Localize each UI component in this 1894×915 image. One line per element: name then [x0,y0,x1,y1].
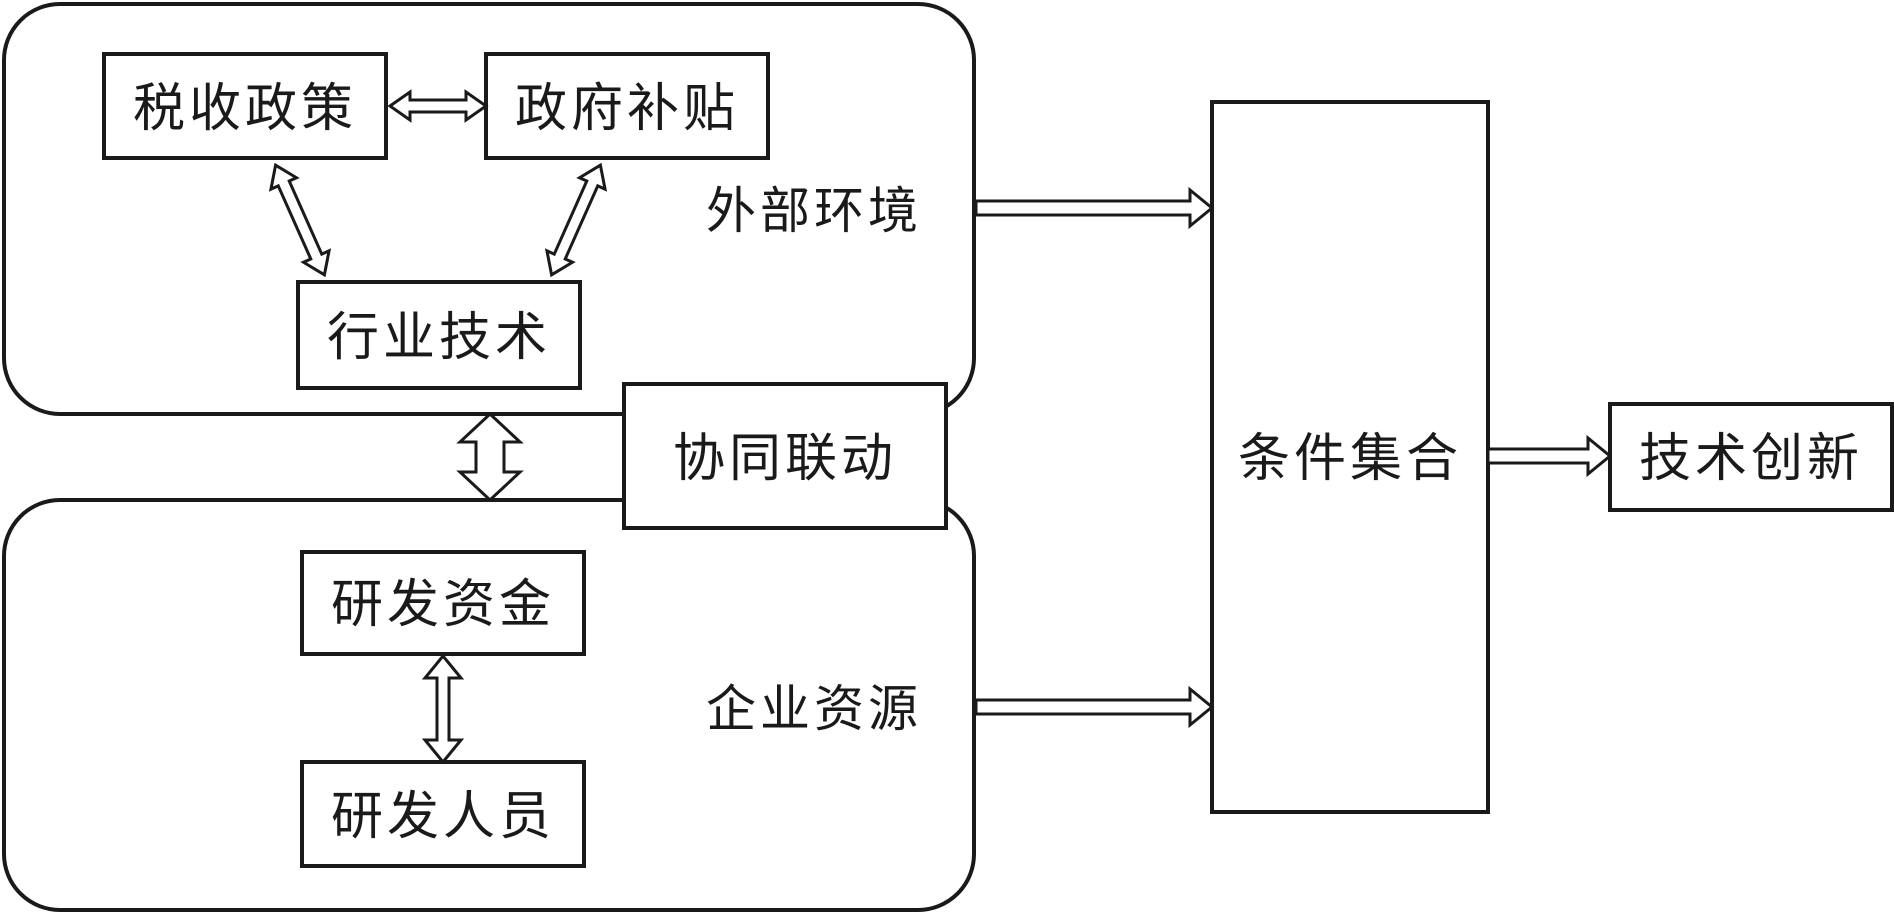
arrow-external-condition [974,186,1215,230]
node-rd-staff [300,760,586,868]
external-environment-label: 外部环境 [706,182,922,240]
arrow-funds-staff [421,653,465,765]
arrow-tax-industry [268,162,332,278]
node-tax-policy-label: 税收政策 [133,79,357,139]
node-industry-tech-label: 行业技术 [327,308,551,368]
node-rd-staff-label: 研发人员 [331,787,555,847]
arrow-subsidy-industry [544,162,608,278]
node-condition-set [1210,100,1490,814]
node-industry-tech [296,280,582,390]
arrow-tax-subsidy [387,89,489,123]
node-tech-innovation [1608,402,1894,512]
arrow-condition-innovation [1486,434,1613,478]
node-condition-set-label: 条件集合 [1238,429,1462,489]
enterprise-resources-label: 企业资源 [706,680,922,738]
node-tax-policy [102,52,388,160]
node-tech-innovation-label: 技术创新 [1639,429,1863,489]
node-synergy-label: 协同联动 [673,429,897,489]
arrow-enterprise-condition [974,685,1215,729]
node-rd-funds [300,550,586,656]
node-synergy [622,382,948,530]
arrow-external-enterprise [456,411,524,503]
node-rd-funds-label: 研发资金 [331,575,555,635]
node-gov-subsidy-label: 政府补贴 [515,79,739,139]
